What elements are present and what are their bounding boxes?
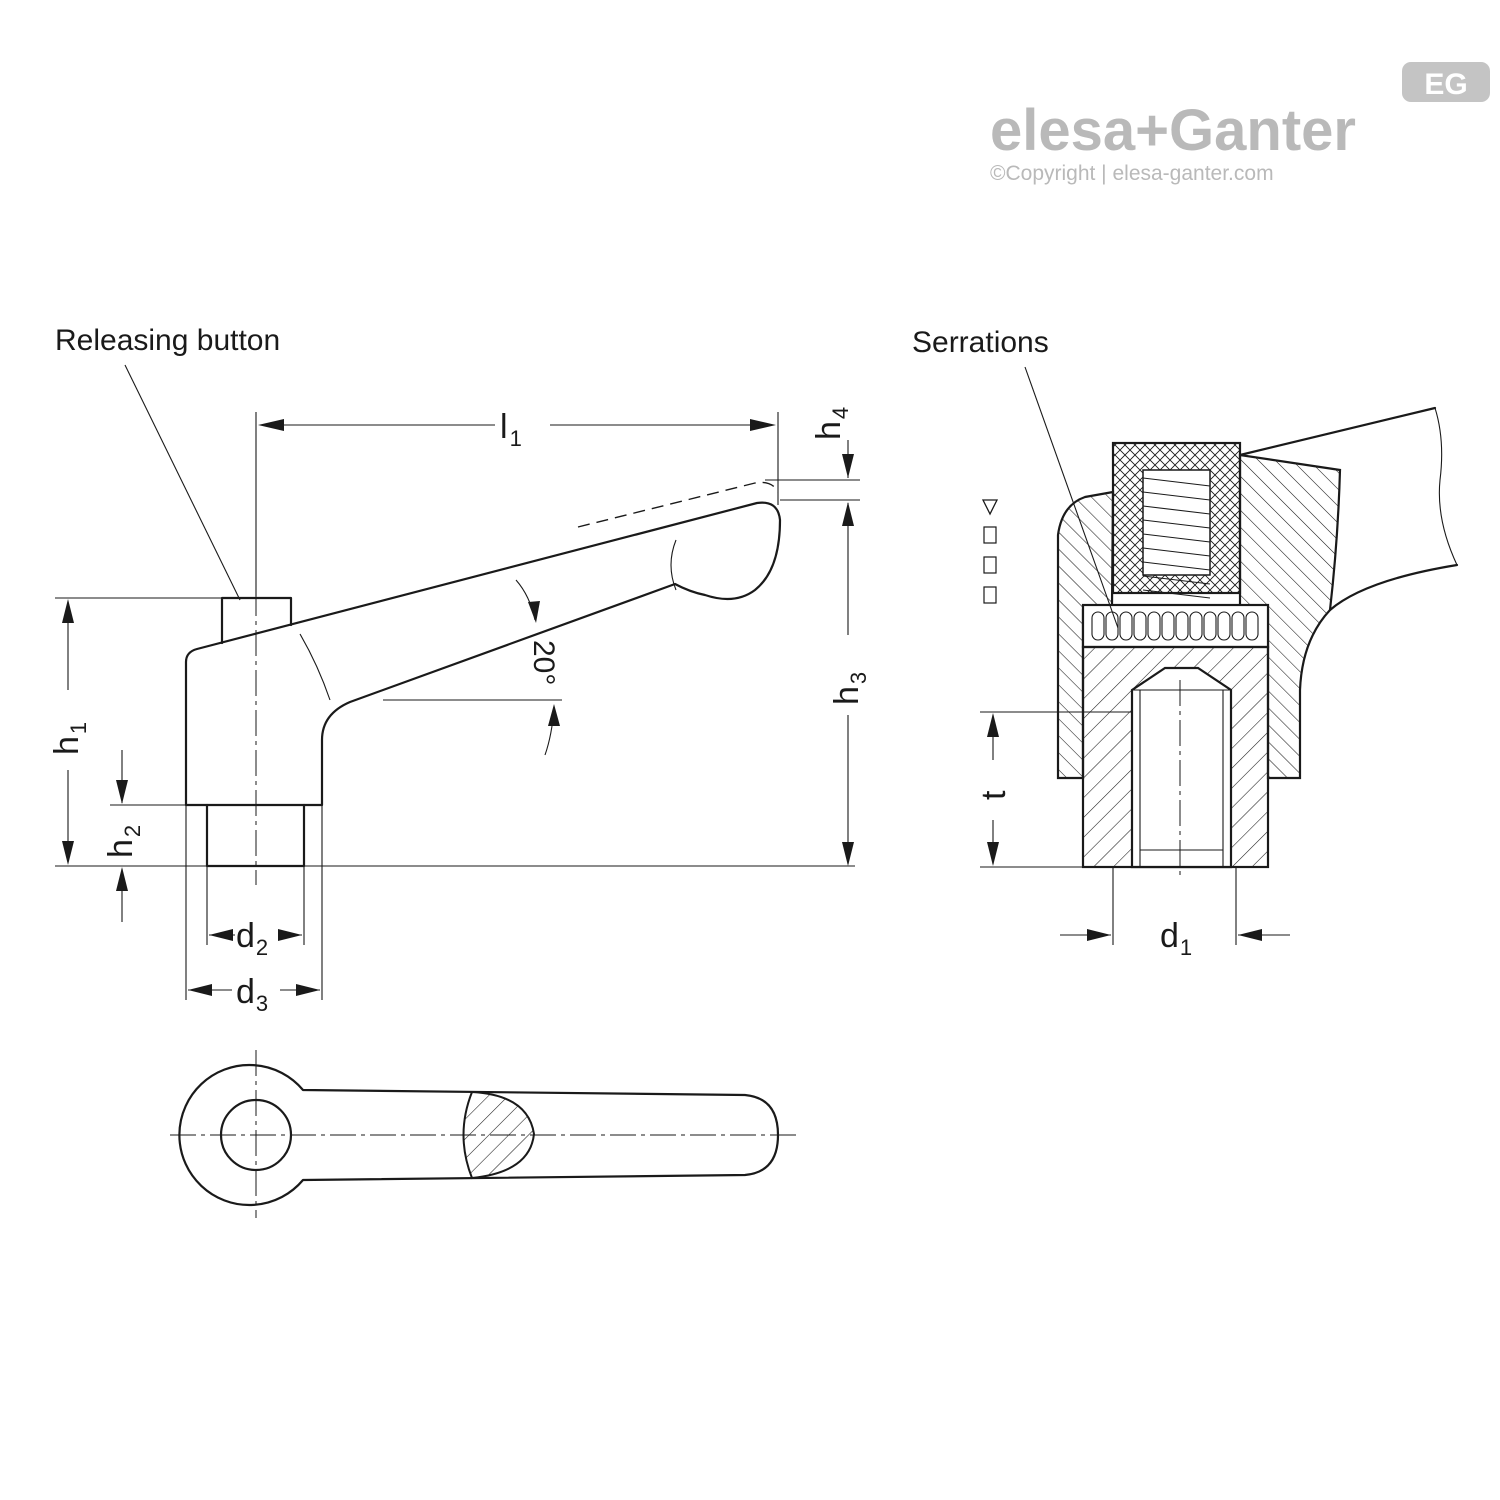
serrations-callout: Serrations [912, 326, 1049, 359]
l1-arrow-right [750, 419, 776, 431]
d3-arrow-right [296, 984, 320, 996]
h2-arrow-bottom [116, 867, 128, 891]
d2-label: d2 [236, 917, 268, 960]
h3-arrow-bottom [842, 842, 854, 866]
h3-label: h3 [828, 672, 871, 705]
l1-arrow-left [258, 419, 284, 431]
brand-name: elesa+Ganter [990, 98, 1356, 163]
h4-arrow [842, 454, 854, 478]
t-arrow-top [987, 713, 999, 737]
arm-edge-bottom [1328, 563, 1459, 612]
l1-label: l1 [500, 408, 522, 451]
eg-badge [1402, 62, 1490, 102]
raised-position-outline [577, 481, 779, 528]
angle-label: 20° [527, 640, 560, 685]
d2-arrow-left [209, 929, 233, 941]
spring [1142, 477, 1211, 599]
h1-arrow-bottom [62, 841, 74, 865]
h1-label: h1 [48, 722, 91, 755]
d1-arrow-left [1087, 929, 1111, 941]
releasing-button-leader [124, 364, 241, 601]
copyright-text: ©Copyright | elesa-ganter.com [990, 162, 1274, 185]
angle-arc-upper [515, 579, 536, 621]
side-view: l1 h4 h3 h1 h2 d2 [48, 324, 871, 1016]
button-bore [1142, 469, 1211, 576]
h4-label: h4 [810, 407, 853, 440]
d1-arrow-right [1238, 929, 1262, 941]
lever-body [184, 501, 782, 807]
brand-logo: EG elesa+Ganter ©Copyright | elesa-gante… [990, 62, 1490, 185]
neck-arc [299, 633, 331, 701]
d3-label: d3 [236, 973, 268, 1016]
d2-arrow-right [278, 929, 302, 941]
h3-arrow-top [842, 502, 854, 526]
t-arrow-bottom [987, 842, 999, 866]
threaded-bore [1130, 666, 1233, 869]
direction-symbols [981, 499, 999, 604]
arm-break [1434, 407, 1458, 566]
angle-arrow-upper [528, 601, 540, 623]
d3-arrow-left [188, 984, 212, 996]
eg-badge-text: EG [1424, 68, 1467, 101]
direction-arrow-icon [981, 499, 999, 516]
h2-arrow-top [116, 780, 128, 804]
serrations-leader [1024, 366, 1119, 629]
hub-body-right [1238, 453, 1342, 780]
d1-label: d1 [1160, 917, 1192, 960]
tip-arc [670, 539, 677, 591]
top-view [170, 1050, 800, 1218]
t-label: t [975, 790, 1013, 800]
h2-label: h2 [102, 825, 145, 858]
section-view: t d1 Serrations [912, 326, 1459, 960]
angle-arrow-lower [548, 704, 560, 726]
releasing-button-callout: Releasing button [55, 324, 280, 357]
arm-edge-top [1238, 406, 1437, 457]
h1-arrow-top [62, 599, 74, 623]
serration-teeth [1091, 611, 1259, 641]
